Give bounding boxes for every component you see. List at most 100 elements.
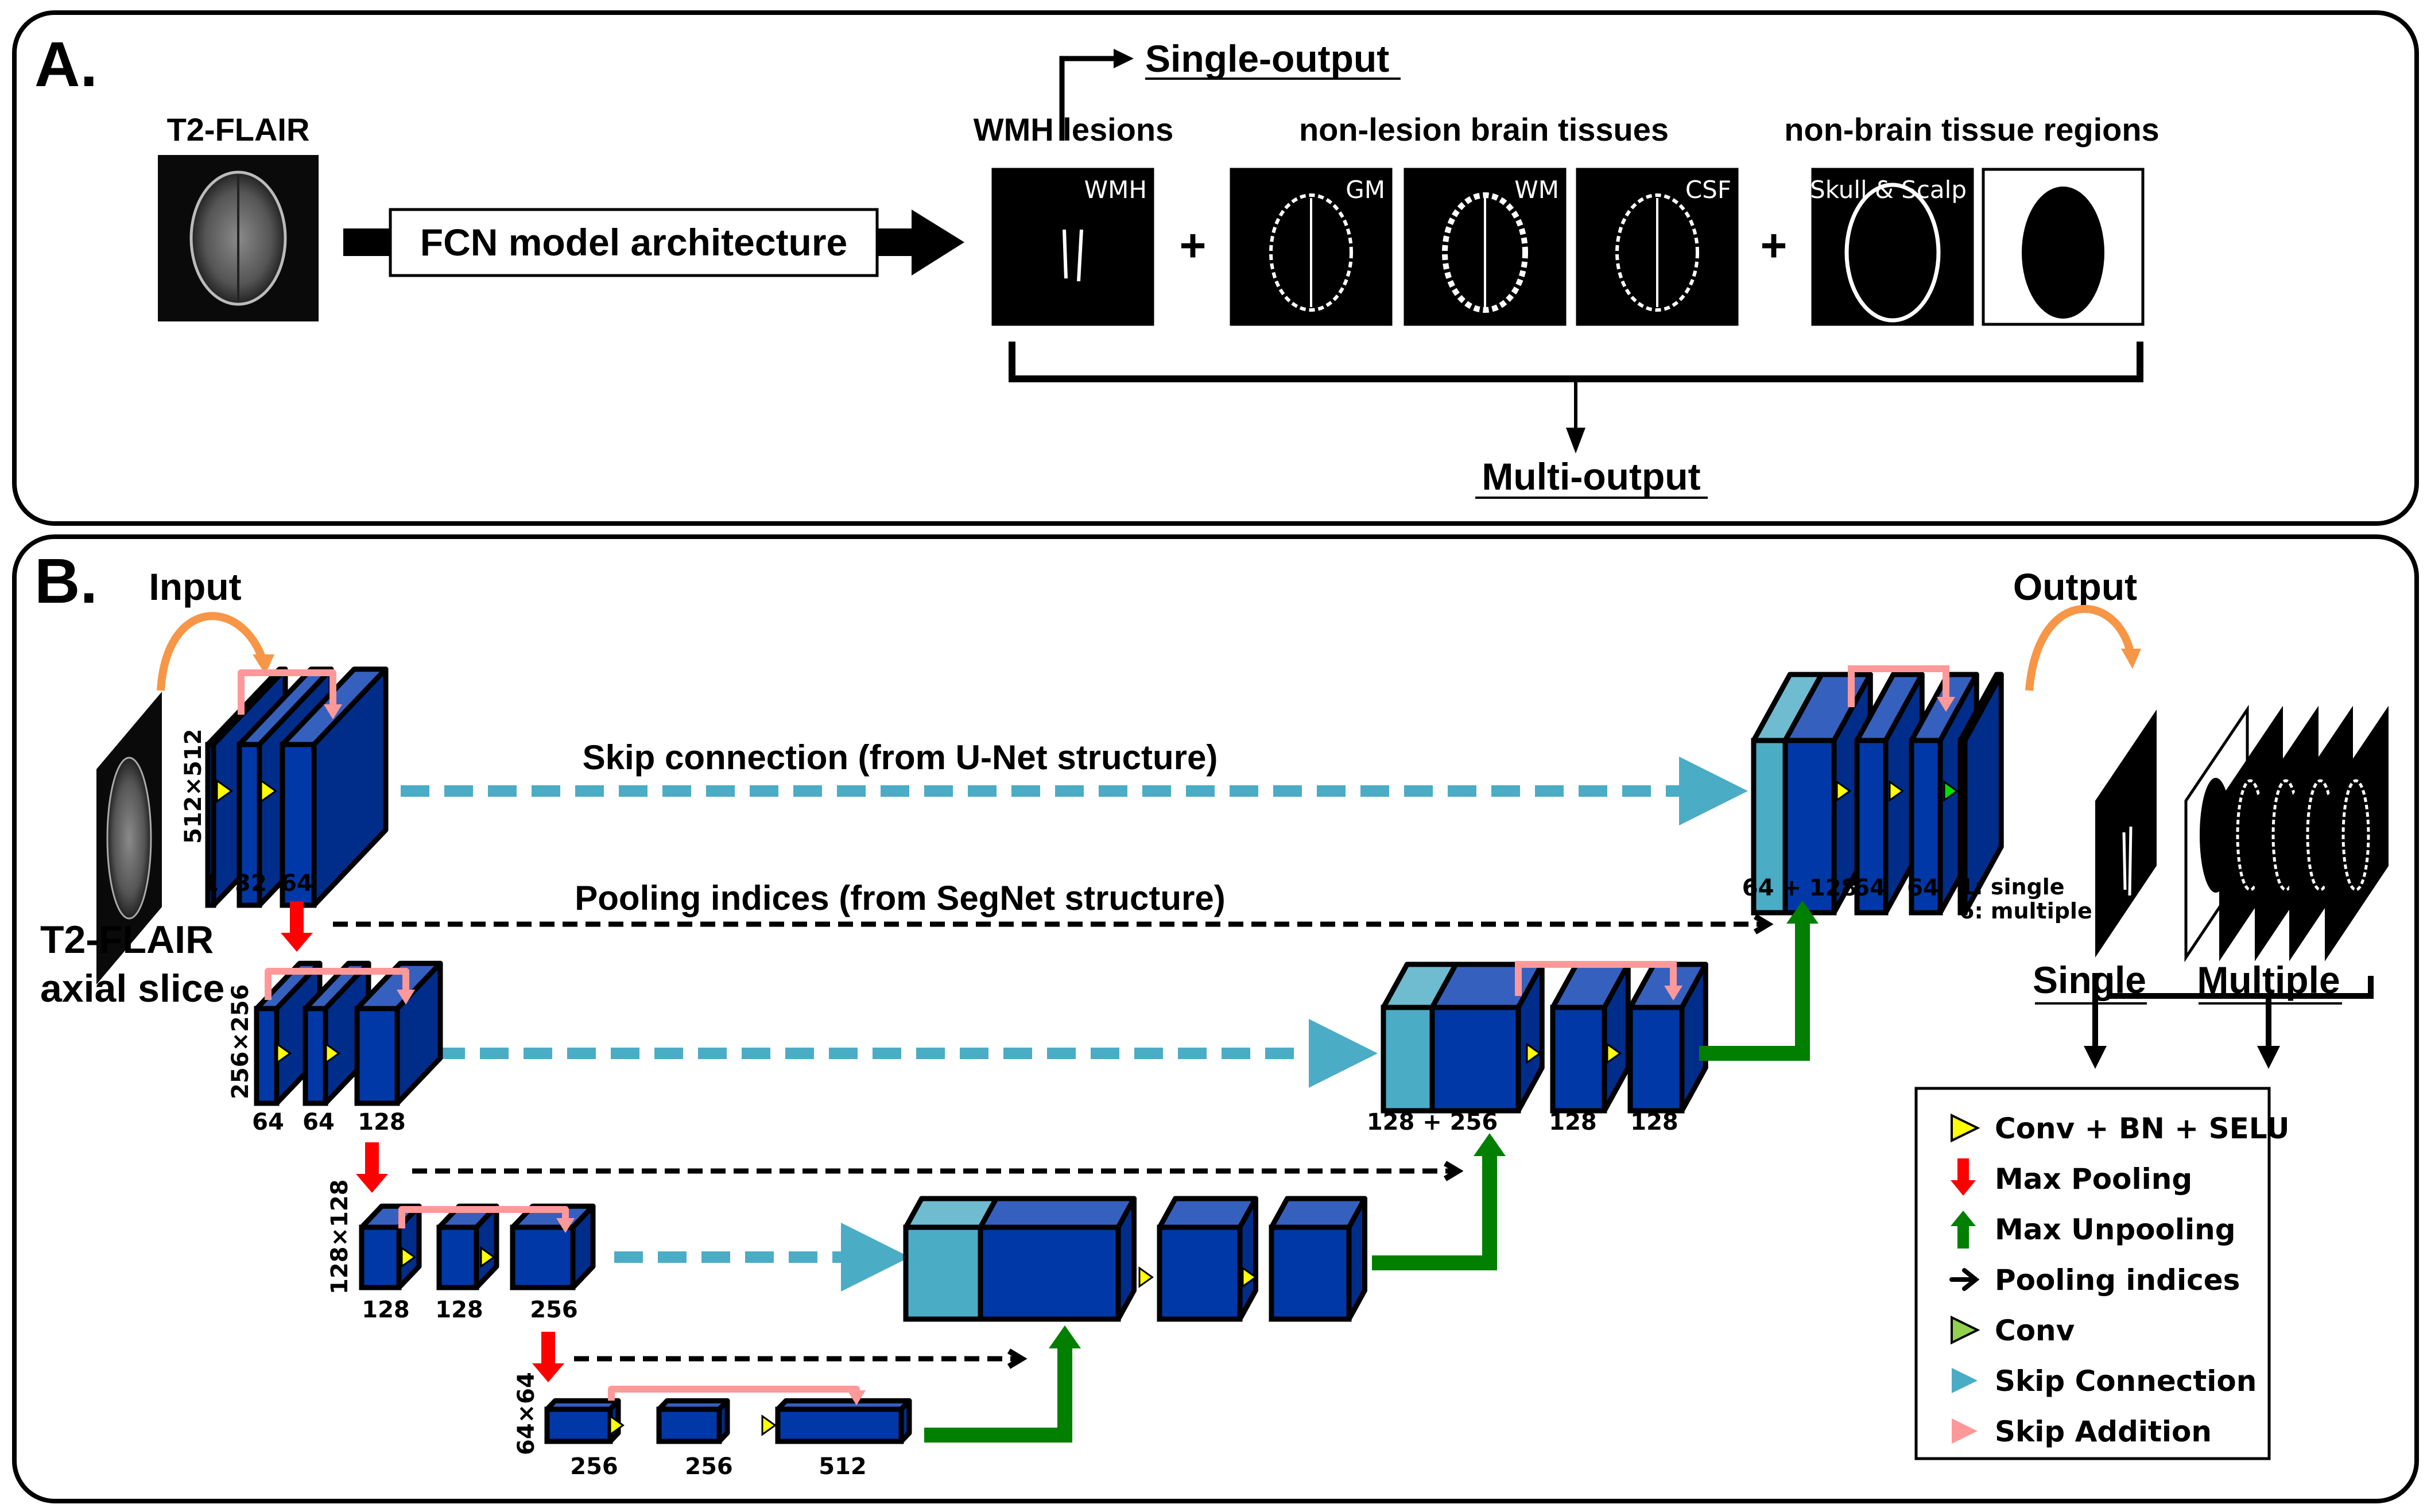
- block-front: [1909, 738, 1943, 916]
- legend-label: Max Unpooling: [1995, 1213, 2236, 1246]
- block-front: [237, 742, 262, 908]
- group-title-brain: non-lesion brain tissues: [1299, 111, 1669, 148]
- group-title-wmh: WMH lesions: [974, 111, 1173, 148]
- channel-label: 128: [1549, 1109, 1597, 1135]
- legend-label: Conv: [1995, 1314, 2075, 1347]
- final-channel-multiple: 6: multiple: [1959, 898, 2092, 924]
- conv-bn-selu-icon: [325, 1042, 340, 1064]
- conv-bn-selu-icon: [1138, 1266, 1154, 1288]
- max-pooling-shaft: [541, 1332, 555, 1365]
- conv-icon: [1943, 780, 1959, 802]
- channel-label: 256: [530, 1297, 578, 1323]
- resolution-label: 64×64: [513, 1372, 540, 1455]
- tissue-outline: [2341, 779, 2370, 891]
- decoder-2-block-2: [1550, 962, 1631, 1114]
- channel-label: 64: [1907, 875, 1939, 901]
- skip-addition-arrow: [1515, 961, 1677, 996]
- max-pooling-icon: [1957, 1158, 1969, 1181]
- max-unpooling-arrowhead: [1474, 1133, 1506, 1156]
- input-arc-arrow: [157, 612, 267, 691]
- channel-label: 32: [235, 870, 267, 897]
- legend-label: Skip Addition: [1995, 1415, 2212, 1448]
- channel-label: 512: [819, 1453, 867, 1480]
- tissue-slice: [2325, 705, 2389, 962]
- arrow-to-outputs: [877, 210, 964, 276]
- legend-label: Skip Connection: [1995, 1364, 2257, 1398]
- legend-item: Skip Connection: [1952, 1364, 2257, 1398]
- group-title-nonbrain: non-brain tissue regions: [1784, 111, 2159, 148]
- conv-bn-selu-icon: [1526, 1042, 1541, 1064]
- legend-item: Pooling indices: [1949, 1263, 2240, 1297]
- segmentation-map-skull-scalp: Skull & Scalp: [1810, 168, 1974, 326]
- skip-addition-arrowhead: [1664, 986, 1682, 1001]
- max-unpooling-arrow: [924, 1346, 1072, 1443]
- conv-bn-selu-icon: [260, 779, 277, 803]
- input-caption-1: T2-FLAIR: [40, 918, 214, 962]
- conv-bn-selu-icon: [761, 1414, 777, 1436]
- single-output-arrowhead: [1114, 49, 1134, 68]
- multiple-output-bracket: [2107, 976, 2374, 999]
- segmentation-map-csf: CSF: [1576, 168, 1739, 326]
- block-front: [1381, 1005, 1435, 1114]
- max-unpooling-icon-head: [1951, 1211, 1976, 1226]
- tissue-shape: [1615, 193, 1699, 312]
- resolution-label: 512×512: [180, 728, 207, 844]
- legend-label: Max Pooling: [1995, 1162, 2192, 1196]
- conv-bn-selu-icon: [1606, 1042, 1622, 1064]
- block-front: [1751, 738, 1788, 916]
- block-front: [1269, 1224, 1352, 1322]
- single-output-slice: [2095, 710, 2157, 957]
- legend-item: Max Pooling: [1951, 1158, 2192, 1196]
- block-front: [303, 1006, 328, 1106]
- channel-label: 64: [1854, 875, 1886, 901]
- skip-addition-arrowhead: [847, 1390, 866, 1405]
- output-label: Output: [2013, 565, 2137, 608]
- max-pooling-arrowhead: [281, 933, 313, 952]
- air-mask-shape: [2200, 778, 2232, 893]
- block-front: [354, 1006, 400, 1106]
- skip-addition-arrowhead: [324, 704, 342, 719]
- single-output-label: Single-output: [1145, 37, 1389, 80]
- cyan-triangle-icon: [1952, 1368, 1978, 1393]
- conv-bn-selu-icon: [1836, 780, 1851, 802]
- block-front: [254, 1006, 280, 1106]
- output-arc-arrow: [2025, 604, 2135, 691]
- pink-triangle-icon: [1952, 1418, 1978, 1444]
- pooling-indices-title: Pooling indices (from SegNet structure): [575, 879, 1225, 917]
- max-pooling-arrowhead: [532, 1363, 564, 1382]
- resolution-label: 128×128: [327, 1179, 353, 1294]
- channel-label: 1: [203, 870, 219, 897]
- conv-bn-selu-icon: [1889, 780, 1904, 802]
- encoder-2-block-2: [303, 960, 371, 1106]
- block-front: [903, 1224, 983, 1322]
- block-front: [436, 1224, 479, 1290]
- skip-addition-arrow: [238, 669, 336, 715]
- block-front: [1854, 738, 1889, 916]
- conv-bn-selu-icon: [480, 1246, 495, 1268]
- max-unpooling-arrow: [1372, 1154, 1497, 1270]
- block-front: [544, 1406, 613, 1444]
- decoder-2-block-1: [1429, 962, 1545, 1114]
- final-channel-single: 1: single: [1959, 874, 2065, 900]
- encoder-3-block-1: [359, 1203, 422, 1290]
- block-front: [1627, 1005, 1685, 1114]
- tissue-shape: [1269, 193, 1353, 312]
- legend-label: Conv + BN + SELU: [1995, 1112, 2289, 1145]
- block-front: [978, 1224, 1121, 1322]
- arrow-shaft-left: [343, 228, 390, 256]
- max-unpooling-arrowhead: [1786, 901, 1819, 924]
- decoder-1-final-block: [1957, 672, 2004, 916]
- channel-label: 128: [1630, 1109, 1678, 1135]
- encoder-4-block-2: [656, 1398, 730, 1444]
- input-arc-arrowhead: [253, 654, 274, 674]
- max-pooling-shaft: [290, 901, 304, 935]
- max-unpooling-icon: [1957, 1226, 1969, 1249]
- max-pooling-arrowhead: [356, 1174, 388, 1193]
- encoder-3-block-2: [436, 1203, 499, 1290]
- block-front: [1782, 738, 1837, 916]
- conv-bn-selu-icon: [609, 1414, 625, 1436]
- multi-output-bracket: [1009, 342, 2143, 382]
- single-output-arrowhead-b: [2084, 1046, 2107, 1069]
- block-front: [1550, 1005, 1607, 1114]
- channel-label: 64 + 128: [1742, 875, 1858, 901]
